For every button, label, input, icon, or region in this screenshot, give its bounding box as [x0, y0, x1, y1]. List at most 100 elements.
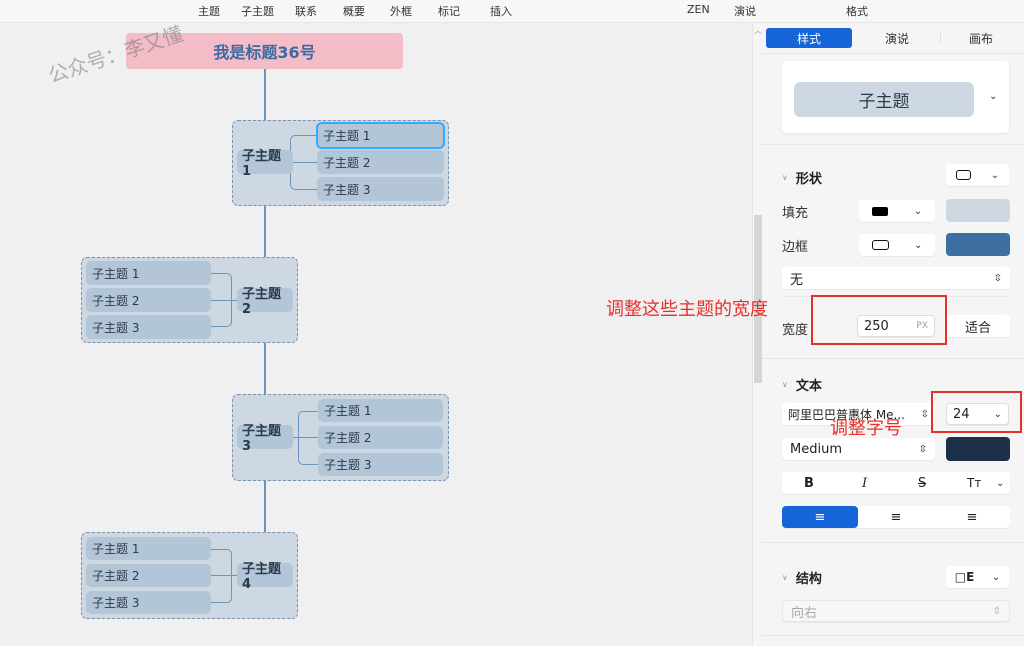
border-style-select[interactable]: ⌄	[859, 234, 935, 256]
connector-group-4	[210, 549, 232, 603]
tab-divider	[940, 33, 941, 43]
subtopic-4-1[interactable]: 子主题 1	[86, 537, 211, 560]
chevron-down-icon: ⌄	[993, 408, 1002, 420]
style-preview[interactable]: 子主题	[794, 82, 974, 117]
collapse-chevron-icon[interactable]: ∨	[782, 380, 788, 389]
updown-chevron-icon: ⇳	[992, 605, 1001, 617]
canvas-scrollbar[interactable]: ︿	[752, 23, 762, 646]
width-value: 250	[864, 318, 889, 334]
shape-title: 形状	[795, 172, 822, 187]
subtopic-1-2[interactable]: 子主题 2	[317, 150, 444, 174]
chevron-down-icon: ⌄	[913, 205, 923, 217]
updown-chevron-icon: ⇳	[993, 272, 1002, 284]
toolbar-relationship[interactable]: 联系	[295, 5, 317, 18]
toolbar-topic[interactable]: 主题	[198, 5, 220, 18]
width-input[interactable]: 250 PX	[857, 315, 935, 337]
structure-select[interactable]: □E ⌄	[946, 566, 1009, 588]
toolbar-boundary[interactable]: 外框	[390, 5, 412, 18]
main-topic-3[interactable]: 子主题 3	[237, 424, 293, 454]
align-center-icon[interactable]: ≡	[890, 509, 902, 525]
toolbar-subtopic[interactable]: 子主题	[241, 5, 274, 18]
direction-value: 向右	[791, 605, 818, 621]
main-topic-1[interactable]: 子主题 1	[237, 149, 293, 179]
rounded-rect-icon	[871, 240, 889, 250]
font-family-select[interactable]: 阿里巴巴普惠体 Me... ⇳	[782, 403, 935, 425]
chevron-down-icon: ⌄	[991, 571, 1001, 583]
connector-group-3-mid	[290, 437, 318, 438]
width-unit: PX	[916, 321, 928, 331]
direction-select[interactable]: 向右 ⇳	[782, 600, 1010, 622]
subtopic-2-3[interactable]: 子主题 3	[86, 315, 211, 339]
collapse-chevron-icon[interactable]: ∨	[782, 573, 788, 582]
chevron-down-icon: ⌄	[990, 169, 1000, 181]
chevron-down-icon: ⌄	[913, 239, 923, 251]
toolbar-format[interactable]: 格式	[846, 5, 868, 18]
fill-color-swatch[interactable]	[946, 199, 1010, 222]
connector-group-4-mid	[210, 575, 240, 576]
tab-pitch[interactable]: 演说	[884, 31, 909, 46]
collapse-chevron-icon[interactable]: ∨	[782, 173, 788, 182]
subtopic-4-2[interactable]: 子主题 2	[86, 564, 211, 587]
toolbar-summary[interactable]: 概要	[343, 5, 365, 18]
font-size-select[interactable]: 24 ⌄	[946, 403, 1009, 425]
scrollbar-thumb[interactable]	[754, 215, 762, 383]
main-topic-4[interactable]: 子主题 4	[237, 562, 293, 592]
strikethrough-button[interactable]: S	[918, 475, 927, 491]
annotation-width-note: 调整这些主题的宽度	[606, 299, 768, 320]
toolbar-pitch[interactable]: 演说	[734, 5, 756, 18]
tab-style[interactable]: 样式	[766, 28, 852, 48]
shape-section-title[interactable]: ∨ 形状	[782, 168, 822, 187]
updown-chevron-icon: ⇳	[918, 443, 927, 455]
main-topic-2[interactable]: 子主题 2	[237, 287, 293, 317]
divider	[762, 358, 1024, 359]
updown-chevron-icon: ⇳	[920, 408, 929, 420]
shape-select[interactable]: ⌄	[946, 164, 1009, 186]
connector-group-1-mid	[290, 162, 318, 163]
text-title: 文本	[795, 379, 822, 394]
divider	[782, 296, 1010, 297]
rounded-rect-icon	[955, 170, 971, 180]
font-family-value: 阿里巴巴普惠体 Me...	[788, 407, 905, 422]
divider	[762, 144, 1024, 145]
tab-canvas[interactable]: 画布	[968, 31, 993, 46]
root-topic[interactable]: 我是标题36号	[126, 33, 403, 69]
text-section-title[interactable]: ∨ 文本	[782, 375, 822, 394]
subtopic-3-3[interactable]: 子主题 3	[318, 453, 443, 476]
toolbar-insert[interactable]: 插入	[490, 5, 512, 18]
divider	[762, 542, 1024, 543]
align-left-icon[interactable]: ≡	[782, 506, 858, 528]
chevron-down-icon[interactable]: ⌄	[996, 477, 1005, 489]
line-style-select[interactable]: 无 ⇳	[782, 267, 1010, 289]
panel-tabs: 样式 演说 画布	[766, 28, 1022, 48]
toolbar-marker[interactable]: 标记	[438, 5, 460, 18]
subtopic-2-2[interactable]: 子主题 2	[86, 288, 211, 312]
subtopic-4-3[interactable]: 子主题 3	[86, 591, 211, 614]
italic-button[interactable]: I	[862, 475, 868, 491]
mindmap-canvas[interactable]: 我是标题36号 公众号：李又懂 子主题 1 子主题 1 子主题 2 子主题 3 …	[0, 23, 752, 646]
logic-right-structure-icon: □E	[954, 570, 975, 584]
scroll-up-icon[interactable]: ︿	[754, 26, 762, 35]
bold-button[interactable]: B	[804, 475, 814, 491]
subtopic-3-1[interactable]: 子主题 1	[318, 399, 443, 422]
text-case-button[interactable]: Tт	[967, 476, 982, 490]
solid-fill-icon	[871, 206, 888, 216]
border-color-swatch[interactable]	[946, 233, 1010, 256]
fill-style-select[interactable]: ⌄	[859, 200, 935, 222]
subtopic-3-2[interactable]: 子主题 2	[318, 426, 443, 449]
subtopic-2-1[interactable]: 子主题 1	[86, 261, 211, 285]
subtopic-1-1[interactable]: 子主题 1	[316, 122, 445, 149]
topic-style-card: 子主题 ⌄	[782, 61, 1009, 133]
toolbar-zen[interactable]: ZEN	[687, 3, 710, 16]
font-weight-value: Medium	[790, 441, 842, 457]
subtopic-1-3[interactable]: 子主题 3	[317, 177, 444, 201]
width-label: 宽度	[782, 323, 809, 338]
fit-width-button[interactable]: 适合	[946, 315, 1010, 337]
top-toolbar: 主题 子主题 联系 概要 外框 标记 插入 ZEN 演说 格式	[0, 0, 1024, 23]
text-color-swatch[interactable]	[946, 437, 1010, 461]
divider	[762, 53, 1024, 54]
align-right-icon[interactable]: ≡	[966, 509, 978, 525]
font-weight-select[interactable]: Medium ⇳	[782, 438, 935, 460]
structure-section-title[interactable]: ∨ 结构	[782, 568, 822, 587]
annotation-font-size-note: 调整字号	[830, 418, 902, 439]
chevron-down-icon[interactable]: ⌄	[989, 91, 998, 102]
